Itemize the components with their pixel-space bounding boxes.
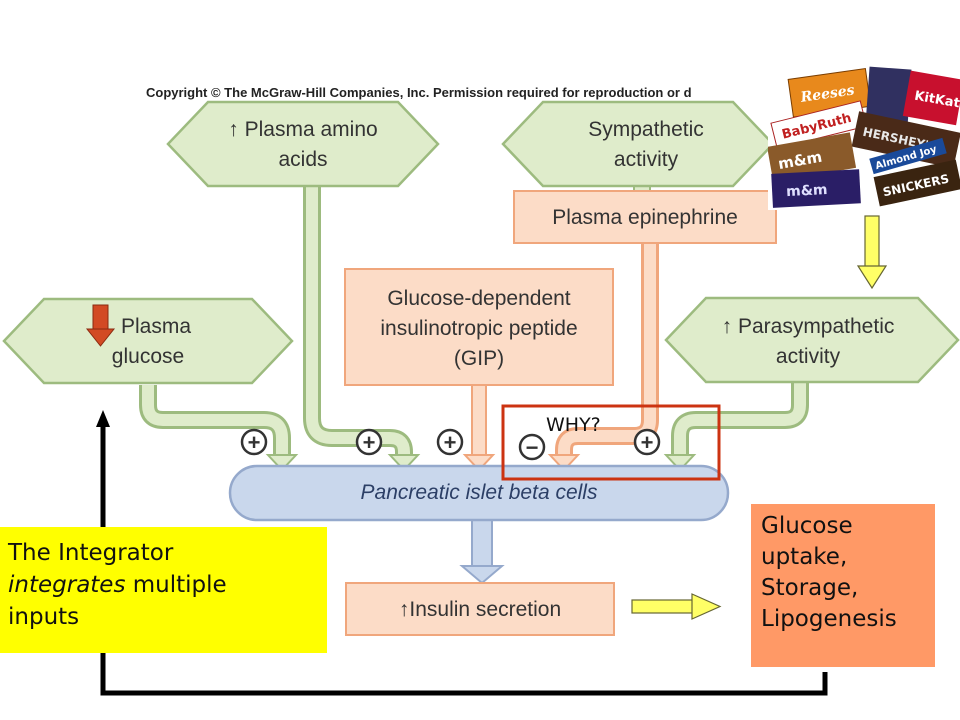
node-gip: Glucose-dependent insulinotropic peptide… xyxy=(344,268,614,386)
integrator-line-2-rest: multiple xyxy=(125,572,227,598)
candy-bars-image: Reeses KitKat BabyRuth HERSHEY'S m&m Alm… xyxy=(768,60,960,210)
beta-to-insulin-pipe xyxy=(459,519,505,585)
glucose-label-1: Plasma xyxy=(121,315,191,338)
sign-amino: + xyxy=(355,428,383,456)
svg-text:+: + xyxy=(641,430,654,455)
gip-label-1: Glucose-dependent xyxy=(387,287,570,310)
integrator-line-2: integrates multiple xyxy=(8,569,319,601)
gip-label-2: insulinotropic peptide xyxy=(380,317,577,340)
epinephrine-label: Plasma epinephrine xyxy=(552,206,738,229)
integrator-note: The Integrator integrates multiple input… xyxy=(0,527,327,653)
node-plasma-amino-acids: ↑ Plasma amino acids xyxy=(166,100,440,188)
sign-parasympathetic: + xyxy=(633,428,661,456)
node-sympathetic-activity: Sympathetic activity xyxy=(501,100,775,188)
integrator-line-3: inputs xyxy=(8,604,80,630)
amino-label-1: ↑ Plasma amino xyxy=(228,118,377,141)
candy-to-para-arrow-icon xyxy=(856,215,888,290)
epinephrine-pipe xyxy=(547,242,659,472)
gip-pipe xyxy=(462,383,496,472)
node-plasma-epinephrine: Plasma epinephrine xyxy=(513,190,777,244)
amino-label-2: acids xyxy=(278,148,327,171)
svg-text:m&m: m&m xyxy=(786,182,828,200)
why-label: WHY? xyxy=(546,414,601,436)
copyright-notice: Copyright © The McGraw-Hill Companies, I… xyxy=(146,85,692,100)
outcome-line-4: Lipogenesis xyxy=(761,606,897,632)
svg-text:+: + xyxy=(363,430,376,455)
insulin-to-outcome-arrow-icon xyxy=(631,593,722,620)
symp-label-1: Sympathetic xyxy=(588,118,704,141)
svg-text:−: − xyxy=(526,435,539,460)
svg-text:+: + xyxy=(444,430,457,455)
glucose-label-2: glucose xyxy=(112,345,184,368)
node-plasma-glucose: Plasma glucose xyxy=(2,297,294,385)
glucose-pipe xyxy=(139,385,299,472)
outcome-note: Glucose uptake, Storage, Lipogenesis xyxy=(751,504,935,667)
outcome-line-3: Storage, xyxy=(761,575,859,601)
integrator-italic-word: integrates xyxy=(8,572,126,598)
decrease-arrow-icon xyxy=(85,304,116,347)
svg-text:Reeses: Reeses xyxy=(799,82,856,106)
sign-glucose: + xyxy=(240,428,268,456)
node-insulin-secretion: ↑Insulin secretion xyxy=(345,582,615,636)
svg-text:+: + xyxy=(248,430,261,455)
para-label-1: ↑ Parasympathetic xyxy=(722,315,895,338)
beta-cells-label: Pancreatic islet beta cells xyxy=(361,481,598,504)
node-parasympathetic-activity: ↑ Parasympathetic activity xyxy=(664,296,960,384)
para-label-2: activity xyxy=(776,345,841,368)
why-highlight: WHY? xyxy=(501,404,721,481)
para-pipe xyxy=(663,380,809,472)
outcome-line-1: Glucose xyxy=(761,513,853,539)
integrator-line-1: The Integrator xyxy=(8,540,174,566)
sign-sympathetic: − xyxy=(518,433,546,461)
symp-label-2: activity xyxy=(614,148,679,171)
outcome-line-2: uptake, xyxy=(761,544,848,570)
insulin-label: ↑Insulin secretion xyxy=(399,598,561,621)
sign-gip: + xyxy=(436,428,464,456)
gip-label-3: (GIP) xyxy=(454,347,504,370)
node-beta-cells: Pancreatic islet beta cells xyxy=(228,464,730,522)
